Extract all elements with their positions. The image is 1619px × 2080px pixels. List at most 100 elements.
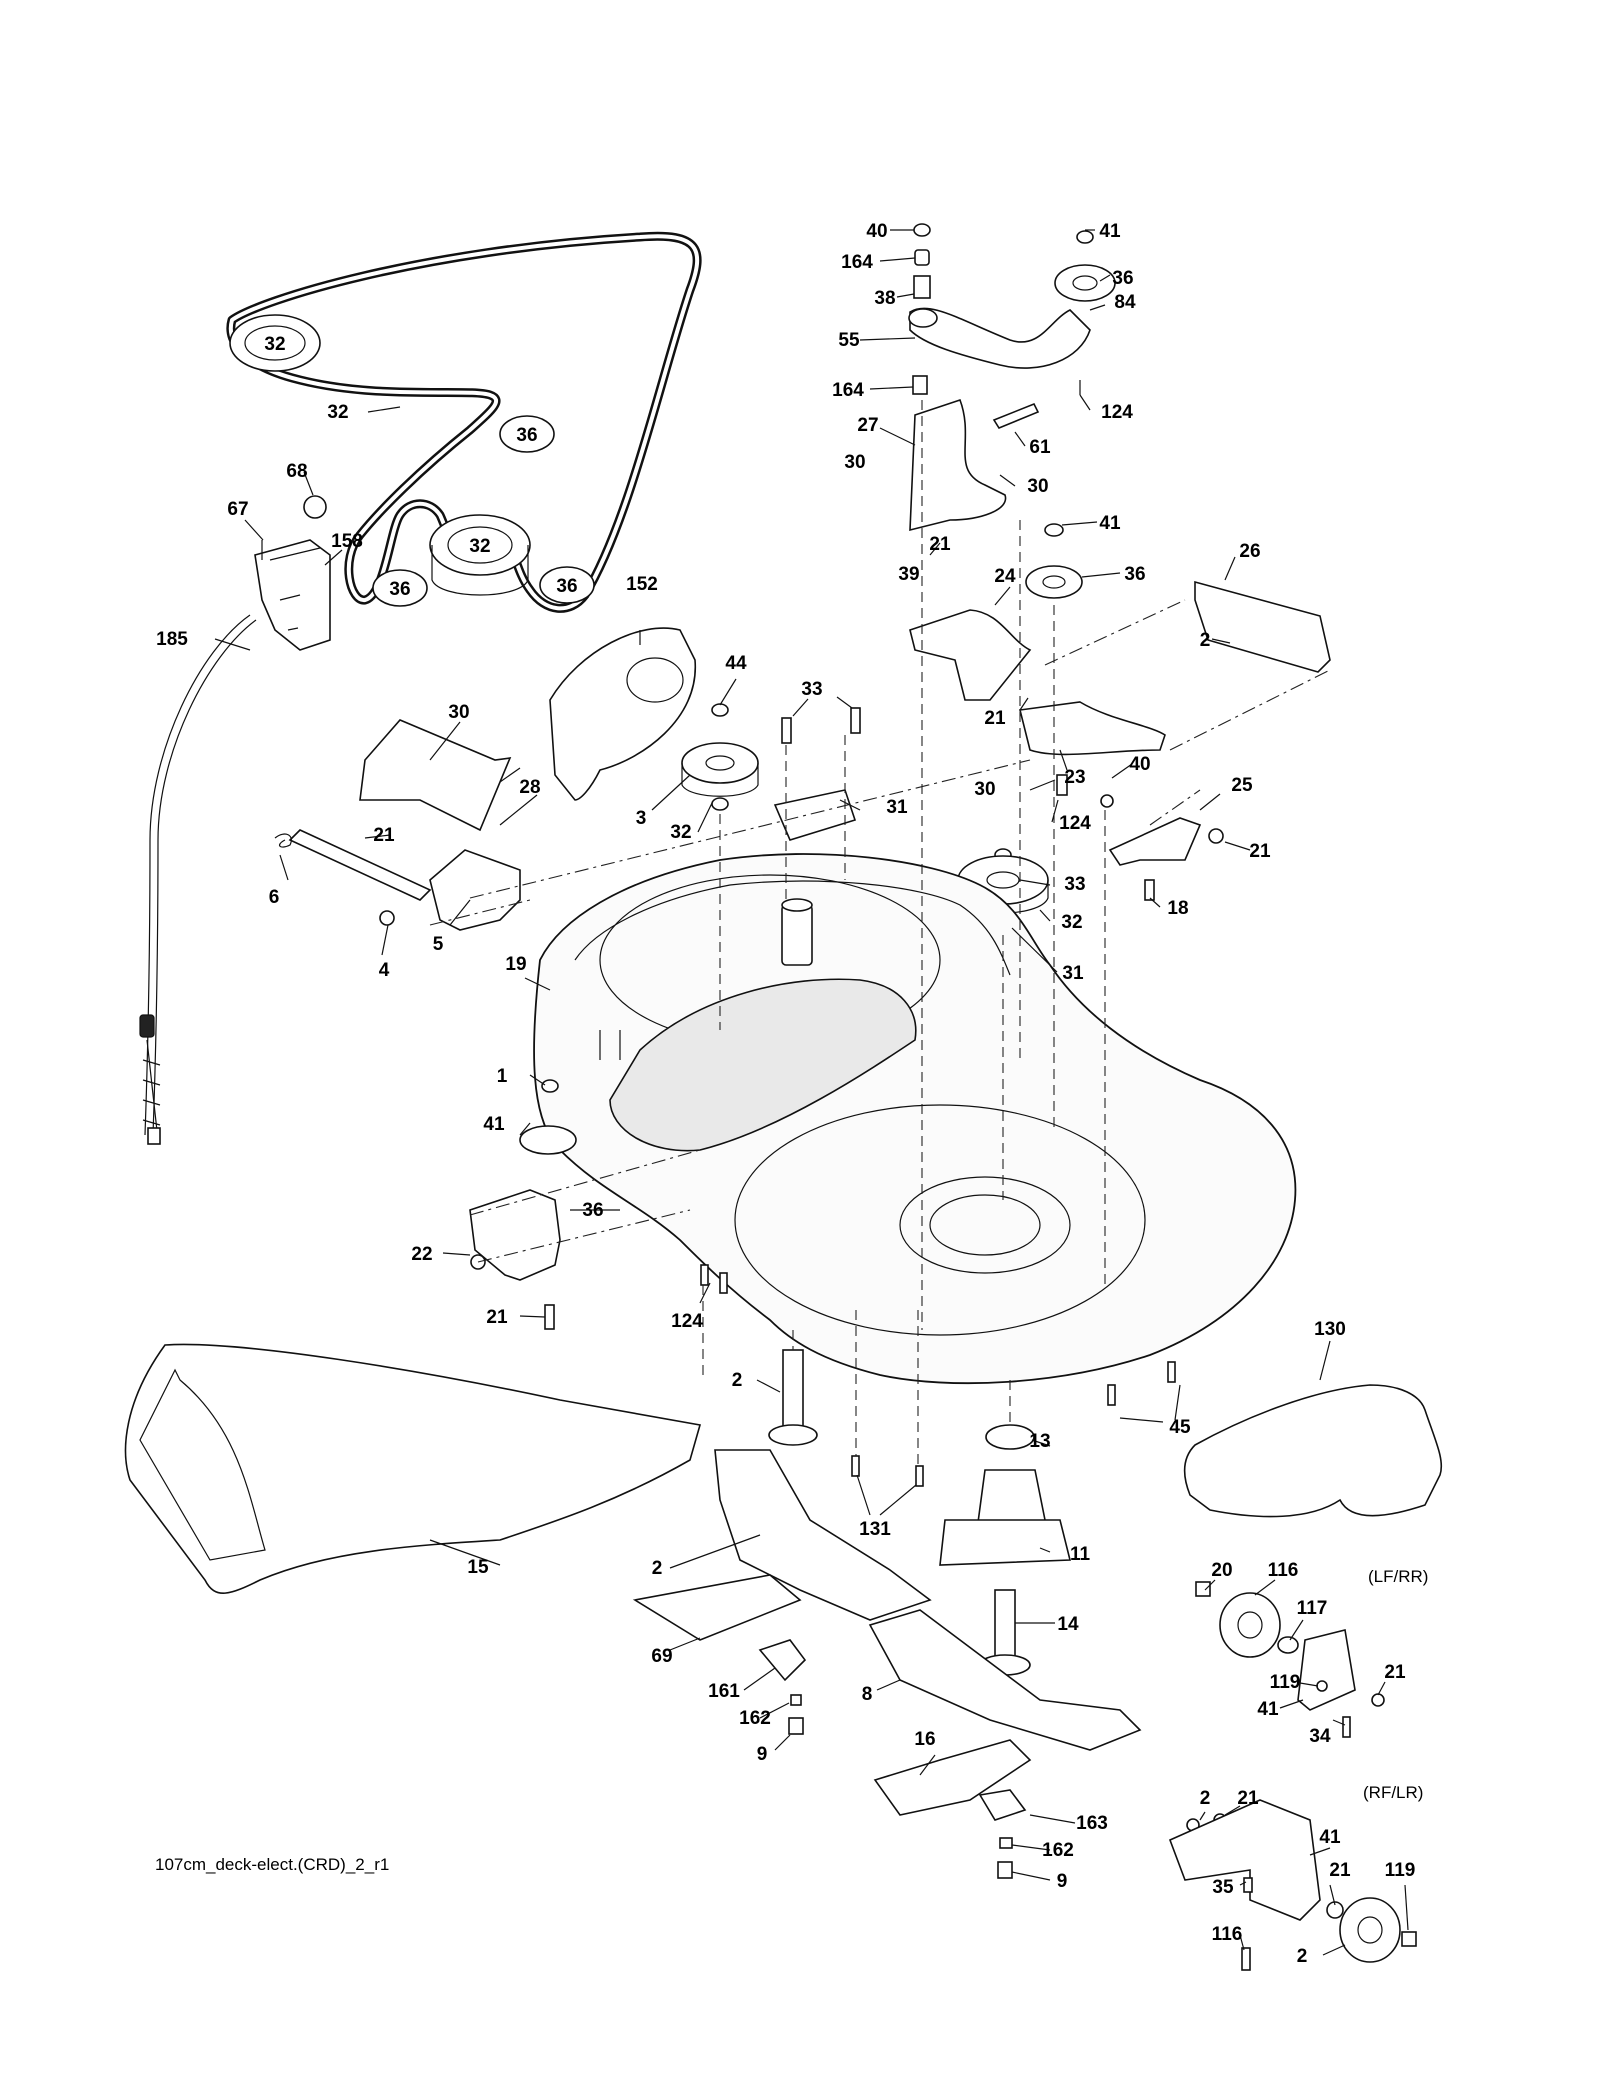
callout-label: 34: [1309, 1726, 1331, 1747]
knob-ball: [303, 495, 327, 519]
callout-label: 69: [651, 1646, 672, 1667]
bracket-24: [909, 609, 1032, 701]
bracket-25: [1108, 817, 1202, 866]
callout-label: 36: [582, 1200, 603, 1221]
callout-label: 31: [886, 797, 908, 818]
pulley-32-top-left: 32: [229, 314, 321, 372]
callout-label: 124: [671, 1311, 703, 1332]
callout-label: 131: [859, 1519, 891, 1540]
callout-label: 162: [1042, 1840, 1074, 1861]
callout-label: 2: [1297, 1946, 1308, 1967]
callout-label: 32: [1061, 912, 1082, 933]
callout-label: 158: [331, 531, 363, 552]
callout-label: 20: [1211, 1560, 1232, 1581]
link-6: [288, 829, 432, 901]
callout-label: 39: [898, 564, 919, 585]
callout-label: 152: [626, 574, 658, 595]
blade-assembly-right: [868, 1424, 1142, 1879]
callout-label: 30: [1027, 476, 1048, 497]
bracket-23: [1019, 701, 1166, 756]
gauge-wheel-lf-rr: [1195, 1581, 1385, 1711]
callout-label: 28: [519, 777, 540, 798]
callout-label: 116: [1212, 1924, 1243, 1945]
gauge-wheel-rf-lr: [1168, 1799, 1417, 1971]
callout-label: 164: [832, 380, 864, 401]
callout-label: 35: [1212, 1877, 1234, 1898]
callout-label: 30: [974, 779, 995, 800]
callout-label: 36: [1112, 268, 1133, 289]
callout-label: 32: [670, 822, 691, 843]
callout-label: 119: [1385, 1860, 1416, 1881]
pulley-36-mid-right: 36: [499, 415, 555, 453]
engagement-cable-assembly: [139, 495, 331, 1145]
belt-assembly: 32 32 36 36 36: [226, 231, 702, 613]
callout-label: 31: [1062, 963, 1084, 984]
callout-label: 22: [411, 1244, 432, 1265]
callout-label: 26: [1239, 541, 1260, 562]
callout-label: 40: [866, 221, 887, 242]
callout-label: 38: [874, 288, 895, 309]
callout-label: 117: [1297, 1598, 1328, 1619]
callout-label: 161: [708, 1681, 740, 1702]
callout-label: 24: [994, 566, 1016, 587]
callout-label: 16: [914, 1729, 935, 1750]
callout-label: 9: [1057, 1871, 1068, 1892]
callout-label: 21: [373, 825, 395, 846]
callout-label: 21: [984, 708, 1006, 729]
pulley-36-bottom-right: 36: [539, 566, 595, 604]
callout-label: 33: [1064, 874, 1085, 895]
callout-label: 2: [1200, 630, 1211, 651]
bracket-4: [429, 849, 521, 931]
callout-label: 23: [1064, 767, 1085, 788]
callout-label: 130: [1314, 1319, 1346, 1340]
callout-label: 9: [757, 1744, 768, 1765]
callout-label: 41: [1257, 1699, 1279, 1720]
front-hanger-brackets: [274, 719, 521, 931]
callout-label: 19: [505, 954, 526, 975]
callout-label: 119: [1270, 1672, 1301, 1693]
callout-label: 8: [862, 1684, 873, 1705]
callout-label: 14: [1057, 1614, 1079, 1635]
callout-label: 41: [1099, 513, 1121, 534]
assembly-guide-lines: [429, 400, 1331, 1466]
callout-label: 30: [844, 452, 865, 473]
callout-label: 21: [1329, 1860, 1351, 1881]
callout-label: 55: [838, 330, 860, 351]
callout-label: 2: [1200, 1788, 1211, 1809]
callout-label: 41: [1099, 221, 1121, 242]
bracket-28: [773, 789, 857, 841]
callout-label: 164: [841, 252, 873, 273]
belt-guard: [549, 627, 696, 801]
callout-label: 15: [467, 1557, 489, 1578]
callout-label: 30: [448, 702, 469, 723]
callout-label: 36: [1124, 564, 1145, 585]
callout-label: 27: [857, 415, 878, 436]
callout-label: 44: [725, 653, 747, 674]
callout-label: 11: [1070, 1544, 1091, 1565]
diagram-caption: 107cm_deck-elect.(CRD)_2_r1: [155, 1855, 389, 1874]
callout-label: 2: [652, 1558, 663, 1579]
callout-label: 18: [1167, 898, 1188, 919]
callout-label: 21: [486, 1307, 508, 1328]
callout-label: 68: [286, 461, 307, 482]
mower-deck-housing: [533, 853, 1297, 1385]
pulley-label: 32: [469, 536, 490, 557]
callout-label: 21: [1384, 1662, 1406, 1683]
callout-label: 84: [1114, 292, 1136, 313]
callout-label: 13: [1029, 1431, 1050, 1452]
bracket-3: [359, 719, 512, 832]
callout-label: 3: [636, 808, 647, 829]
deck-pulleys: [681, 703, 1049, 929]
callout-label: 21: [1249, 841, 1271, 862]
callout-label: 124: [1101, 402, 1133, 423]
switch-bracket: [254, 539, 331, 651]
callout-label: 45: [1169, 1417, 1191, 1438]
callout-label: 61: [1029, 437, 1051, 458]
idler-bracket: [909, 398, 1007, 532]
callout-label: 21: [1237, 1788, 1259, 1809]
callout-label: 40: [1129, 754, 1150, 775]
rear-bracket-26: [1194, 580, 1331, 673]
pulley-32-middle: 32: [429, 514, 531, 596]
idler-arm-assembly: [908, 223, 1331, 901]
